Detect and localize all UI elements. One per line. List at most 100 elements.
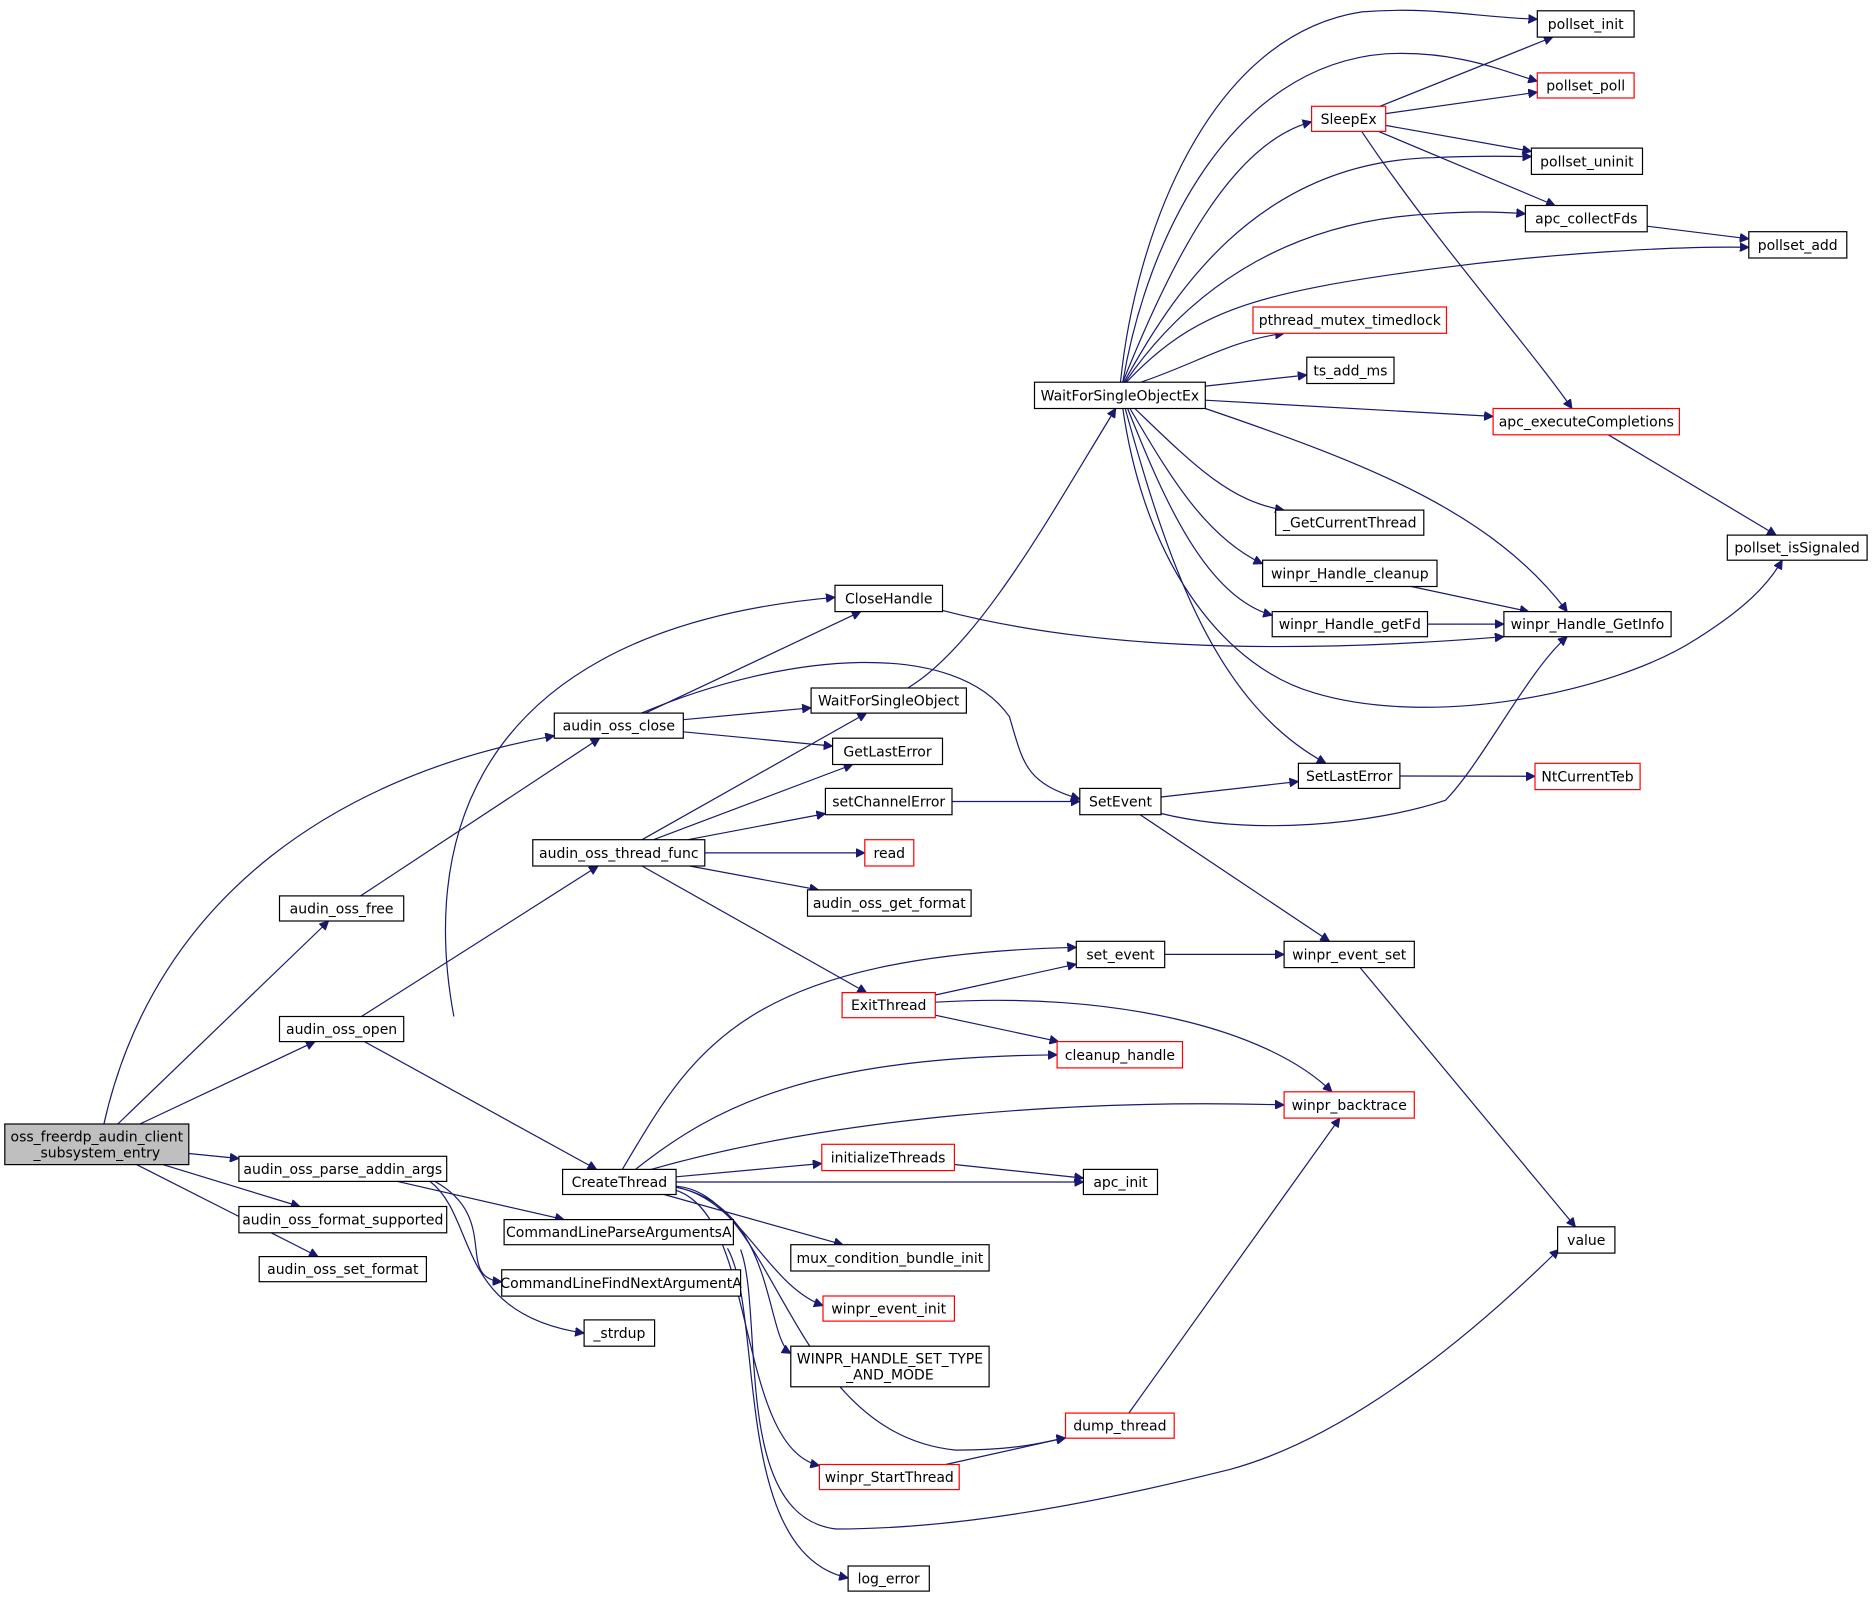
node-label: winpr_Handle_GetInfo: [1511, 617, 1665, 633]
edge-path: [935, 1014, 1058, 1041]
edge-path: [1385, 92, 1538, 115]
node-setChannelError[interactable]: setChannelError: [824, 787, 953, 816]
edge-path: [1125, 247, 1748, 383]
edge-CreateThread-to-cleanup_handle: [635, 1055, 1058, 1170]
node-label: audin_oss_thread_func: [539, 846, 699, 862]
node-winpr_event_set[interactable]: winpr_event_set: [1283, 940, 1415, 969]
node-event_init[interactable]: winpr_event_init: [822, 1295, 955, 1322]
node-StartThread[interactable]: winpr_StartThread: [818, 1463, 960, 1491]
node-CLParse[interactable]: CommandLineParseArgumentsA: [503, 1218, 735, 1246]
node-apc_exec[interactable]: apc_executeCompletions: [1492, 407, 1680, 436]
node-box: [1534, 762, 1641, 791]
node-pollset_poll[interactable]: pollset_poll: [1536, 72, 1635, 99]
node-GetCurrentThread[interactable]: _GetCurrentThread: [1275, 509, 1425, 536]
node-ts_add_ms[interactable]: ts_add_ms: [1306, 356, 1395, 385]
node-oss_open[interactable]: audin_oss_open: [278, 1015, 405, 1043]
node-label: winpr_Handle_getFd: [1279, 617, 1421, 633]
node-dump_thread[interactable]: dump_thread: [1064, 1412, 1175, 1439]
node-pthread_mutex[interactable]: pthread_mutex_timedlock: [1252, 306, 1448, 334]
node-log_error[interactable]: log_error: [847, 1565, 930, 1592]
node-read[interactable]: read: [864, 839, 915, 867]
node-GetLastError[interactable]: GetLastError: [831, 737, 944, 766]
nodes-layer: oss_freerdp_audin_client_subsystem_entry…: [4, 10, 1868, 1592]
node-box: [831, 737, 944, 766]
node-Handle_cleanup[interactable]: winpr_Handle_cleanup: [1261, 559, 1438, 588]
node-CloseHandle[interactable]: CloseHandle: [834, 584, 944, 613]
node-strdup[interactable]: _strdup: [583, 1319, 656, 1347]
edge-root-to-parse_args: [188, 1152, 239, 1159]
node-apc_init[interactable]: apc_init: [1082, 1168, 1159, 1196]
edge-root-to-set_format: [136, 1164, 318, 1258]
edge-path: [683, 708, 811, 721]
edge-path: [942, 609, 1504, 648]
node-format_supported[interactable]: audin_oss_format_supported: [238, 1205, 448, 1234]
edge-path: [653, 765, 853, 841]
node-NtCurrentTeb[interactable]: NtCurrentTeb: [1534, 762, 1641, 791]
edge-SleepEx-to-apc_collectFds: [1378, 130, 1556, 205]
node-pollset_isSignaled[interactable]: pollset_isSignaled: [1726, 534, 1868, 561]
edge-path: [1607, 434, 1776, 535]
node-root[interactable]: oss_freerdp_audin_client_subsystem_entry: [4, 1123, 190, 1166]
node-box: [1310, 105, 1387, 133]
node-get_format[interactable]: audin_oss_get_format: [806, 889, 972, 917]
node-initializeThreads[interactable]: initializeThreads: [821, 1143, 955, 1172]
node-WaitForSingleObject[interactable]: WaitForSingleObject: [810, 687, 967, 714]
node-CLFind[interactable]: CommandLineFindNextArgumentA: [500, 1269, 742, 1297]
node-box: [1075, 940, 1166, 969]
edge-path: [1124, 408, 1326, 764]
node-CreateThread[interactable]: CreateThread: [561, 1168, 677, 1196]
edge-path: [1122, 122, 1312, 383]
node-oss_free[interactable]: audin_oss_free: [278, 895, 405, 922]
node-pollset_init[interactable]: pollset_init: [1536, 10, 1635, 38]
node-parse_args[interactable]: audin_oss_parse_addin_args: [238, 1155, 448, 1183]
node-apc_collectFds[interactable]: apc_collectFds: [1524, 204, 1648, 233]
node-value[interactable]: value: [1556, 1226, 1616, 1254]
node-set_event[interactable]: set_event: [1075, 940, 1166, 969]
node-SetLastError[interactable]: SetLastError: [1297, 762, 1401, 789]
node-winpr_backtrace[interactable]: winpr_backtrace: [1283, 1091, 1415, 1119]
node-box: [503, 1218, 735, 1246]
node-WFSOEx[interactable]: WaitForSingleObjectEx: [1033, 381, 1206, 410]
node-pollset_uninit[interactable]: pollset_uninit: [1530, 147, 1644, 176]
edge-path: [364, 1041, 596, 1170]
edge-WFSOEx-to-pthread_mutex: [1140, 333, 1284, 383]
edge-path: [444, 597, 835, 1017]
node-cleanup_handle[interactable]: cleanup_handle: [1056, 1040, 1184, 1069]
node-thread_func[interactable]: audin_oss_thread_func: [532, 839, 706, 867]
edge-path: [429, 1180, 584, 1333]
node-pollset_add[interactable]: pollset_add: [1748, 231, 1848, 259]
edge-path: [1205, 399, 1493, 416]
node-Handle_GetInfo[interactable]: winpr_Handle_GetInfo: [1503, 610, 1672, 638]
edge-oss_free-to-oss_close: [360, 738, 600, 897]
edge-SleepEx-to-apc_exec: [1361, 131, 1572, 408]
edge-root-to-oss_close: [103, 736, 554, 1125]
node-oss_close[interactable]: audin_oss_close: [553, 712, 684, 739]
edge-CreateThread-to-winpr_backtrace: [650, 1104, 1284, 1170]
node-SetEvent[interactable]: SetEvent: [1079, 787, 1162, 816]
edge-WFSOEx-to-Handle_getFd: [1127, 408, 1273, 616]
node-box: [810, 687, 967, 714]
node-Handle_getFd[interactable]: winpr_Handle_getFd: [1271, 610, 1429, 638]
edge-WFSOEx-to-GetCurrentThread: [1134, 408, 1284, 511]
node-HSTM[interactable]: WINPR_HANDLE_SET_TYPE_AND_MODE: [790, 1345, 990, 1388]
node-mux[interactable]: mux_condition_bundle_init: [790, 1244, 990, 1272]
edge-StartThread-to-dump_thread: [945, 1438, 1066, 1466]
edge-SleepEx-to-pollset_init: [1379, 37, 1553, 107]
node-box: [1252, 306, 1448, 334]
node-box: [1271, 610, 1429, 638]
node-label: apc_collectFds: [1535, 212, 1637, 228]
edge-WFSOEx-to-pollset_add: [1125, 247, 1748, 383]
node-SleepEx[interactable]: SleepEx: [1310, 105, 1387, 133]
node-ExitThread[interactable]: ExitThread: [841, 991, 936, 1019]
edge-WFSOEx-to-pollset_poll: [1122, 52, 1538, 383]
node-box: [238, 1205, 448, 1234]
edge-parse_args-to-strdup: [429, 1180, 584, 1333]
edge-dump_thread-to-winpr_backtrace: [1128, 1118, 1340, 1414]
node-box: [1283, 940, 1415, 969]
edge-path: [645, 612, 860, 714]
node-box: [278, 1015, 405, 1043]
edge-path: [1385, 124, 1532, 151]
node-set_format[interactable]: audin_oss_set_format: [258, 1255, 428, 1283]
edge-path: [1205, 407, 1567, 612]
